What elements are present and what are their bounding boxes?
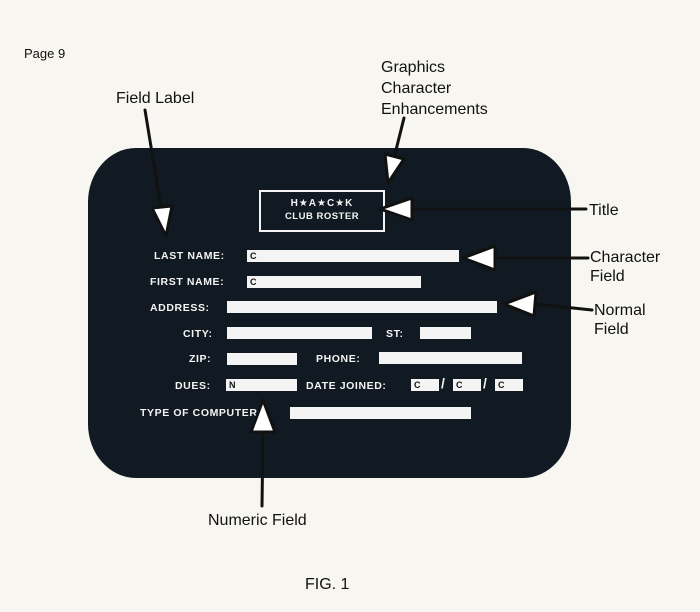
date-joined-day-field[interactable]: C bbox=[453, 379, 481, 391]
graphics-annotation-line2: Character bbox=[381, 80, 452, 97]
numeric-field-arrow-shaft bbox=[260, 428, 265, 508]
field-label-arrow-shaft bbox=[143, 108, 164, 216]
date-joined-label: DATE JOINED: bbox=[306, 380, 387, 392]
address-field[interactable] bbox=[227, 301, 497, 313]
type-of-computer-label: TYPE OF COMPUTER: bbox=[140, 407, 262, 419]
normal-field-arrow-shaft bbox=[533, 302, 594, 312]
field-label-arrow-head bbox=[150, 204, 174, 238]
date-joined-year-field[interactable]: C bbox=[495, 379, 523, 391]
type-of-computer-field[interactable] bbox=[290, 407, 471, 419]
numeric-field-arrow-head bbox=[249, 398, 277, 434]
phone-label: PHONE: bbox=[316, 353, 361, 365]
character-field-annotation-line2: Field bbox=[590, 268, 625, 285]
terminal-screen bbox=[88, 148, 571, 478]
first-name-label: FIRST NAME: bbox=[150, 276, 225, 288]
date-joined-month-field[interactable]: C bbox=[411, 379, 439, 391]
graphics-annotation-line3: Enhancements bbox=[381, 101, 488, 118]
graphics-arrow-shaft bbox=[392, 116, 406, 160]
zip-field[interactable] bbox=[227, 353, 297, 365]
normal-field-arrow-head bbox=[502, 290, 538, 318]
title-annotation: Title bbox=[589, 202, 619, 219]
title-line-1: H★A★C★K bbox=[290, 198, 354, 209]
normal-field-annotation-line2: Field bbox=[594, 321, 629, 338]
graphics-annotation-line1: Graphics bbox=[381, 59, 446, 76]
numeric-field-annotation: Numeric Field bbox=[208, 512, 307, 529]
dues-field[interactable]: N bbox=[226, 379, 297, 391]
last-name-label: LAST NAME: bbox=[154, 250, 225, 262]
phone-field[interactable] bbox=[379, 352, 522, 364]
character-field-annotation-line1: Character bbox=[590, 249, 661, 266]
figure-caption: FIG. 1 bbox=[305, 576, 350, 593]
address-label: ADDRESS: bbox=[150, 302, 210, 314]
page-number: Page 9 bbox=[24, 46, 66, 61]
date-separator-2: / bbox=[483, 375, 487, 391]
normal-field-annotation-line1: Normal bbox=[594, 302, 646, 319]
city-label: CITY: bbox=[183, 328, 213, 340]
city-field[interactable] bbox=[227, 327, 372, 339]
field-label-annotation: Field Label bbox=[116, 90, 195, 107]
dues-label: DUES: bbox=[175, 380, 211, 392]
date-separator-1: / bbox=[441, 375, 445, 391]
title-arrow-head bbox=[378, 196, 414, 222]
first-name-field[interactable]: C bbox=[247, 276, 421, 288]
character-field-arrow-head bbox=[461, 244, 497, 272]
state-field[interactable] bbox=[420, 327, 471, 339]
st-label: ST: bbox=[386, 328, 404, 340]
zip-label: ZIP: bbox=[189, 353, 212, 365]
graphics-arrow-head bbox=[383, 152, 406, 185]
title-line-2: CLUB ROSTER bbox=[284, 211, 360, 222]
last-name-field[interactable]: C bbox=[247, 250, 459, 262]
